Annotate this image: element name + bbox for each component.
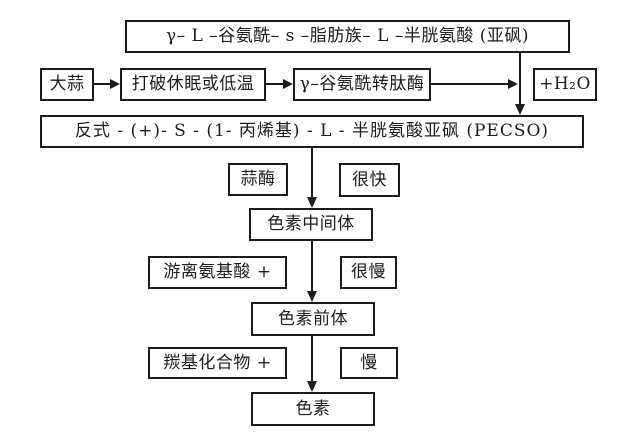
box-glutamyl-cysteine-sulfoxide: γ– L –谷氨酰– s –脂肪族– L –半胱氨酸 (亚砜) <box>125 20 570 53</box>
box-plus-water: +H₂O <box>533 68 597 101</box>
box-gamma-glutamyl-transpeptidase: γ–谷氨酰转肽酶 <box>293 68 431 101</box>
connector-dormancy-to-enzyme <box>266 83 284 85</box>
box-pigment: 色素 <box>251 392 375 426</box>
box-alliinase: 蒜酶 <box>228 163 288 196</box>
arrowhead-down-to-intermediate <box>307 197 317 208</box>
arrowhead-down-to-pigment <box>307 381 317 392</box>
connector-precursor-to-pigment <box>311 336 313 381</box>
arrowhead-right-dormancy-to-enzyme <box>283 79 293 89</box>
box-carbonyl-compounds: 羰基化合物 + <box>148 347 287 379</box>
connector-top-compound-to-pecso <box>519 53 521 104</box>
arrowhead-down-to-precursor <box>307 291 317 302</box>
arrowhead-down-to-pecso <box>515 104 525 115</box>
box-garlic: 大蒜 <box>40 68 94 101</box>
connector-pecso-to-intermediate <box>311 148 313 197</box>
box-very-slow: 很慢 <box>340 256 397 289</box>
box-pigment-intermediate: 色素中间体 <box>249 208 373 241</box>
arrowhead-right-enzyme-to-junction <box>508 79 518 89</box>
arrowhead-right-garlic-to-dormancy <box>110 79 120 89</box>
connector-garlic-to-dormancy <box>94 83 112 85</box>
box-pigment-precursor: 色素前体 <box>251 302 375 336</box>
box-break-dormancy-or-low-temperature: 打破休眠或低温 <box>120 68 266 101</box>
connector-enzyme-to-junction <box>431 83 509 85</box>
box-very-fast: 很快 <box>339 163 400 197</box>
box-pecso-compound: 反式 - (+)- S - (1- 丙烯基) - L - 半胱氨酸亚砜 (PEC… <box>40 115 584 148</box>
connector-intermediate-to-precursor <box>311 241 313 291</box>
box-slow: 慢 <box>340 347 398 379</box>
box-free-amino-acids: 游离氨基酸 + <box>148 256 287 289</box>
